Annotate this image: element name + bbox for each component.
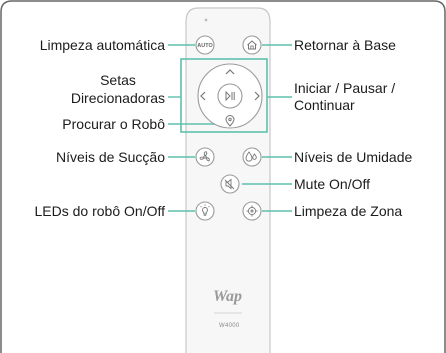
label-direction-arrows-line2: Direcionadoras bbox=[70, 90, 165, 106]
label-zone-clean: Limpeza de Zona bbox=[294, 203, 403, 219]
label-suction-levels: Níveis de Sucção bbox=[56, 149, 165, 165]
brand-logo: Wap bbox=[213, 288, 243, 305]
speaker-mute-icon bbox=[220, 174, 240, 194]
location-pin-icon bbox=[225, 115, 235, 127]
home-icon bbox=[242, 35, 262, 55]
auto-button-text: AUTO bbox=[197, 43, 213, 49]
model-label: W4000 bbox=[219, 323, 240, 329]
target-icon bbox=[242, 201, 262, 221]
label-start-pause-line2: Continuar bbox=[294, 97, 355, 113]
play-pause-icon bbox=[225, 90, 235, 102]
arrow-icons bbox=[200, 69, 260, 101]
label-start-pause-line1: Iniciar / Pausar / bbox=[294, 80, 396, 96]
label-find-robot: Procurar o Robô bbox=[62, 116, 165, 132]
label-mute: Mute On/Off bbox=[294, 176, 370, 192]
label-humidity-levels: Níveis de Umidade bbox=[294, 149, 413, 165]
direction-pad-highlight bbox=[180, 58, 268, 133]
auto-button: AUTO bbox=[195, 35, 215, 55]
direction-pad bbox=[197, 63, 263, 129]
light-bulb-icon bbox=[195, 201, 215, 221]
label-robot-leds: LEDs do robô On/Off bbox=[34, 203, 165, 219]
fan-icon bbox=[195, 147, 215, 167]
label-return-base: Retornar à Base bbox=[294, 37, 396, 53]
label-direction-arrows-line1: Setas bbox=[100, 72, 136, 88]
water-drop-icon bbox=[242, 147, 262, 167]
label-auto-clean: Limpeza automática bbox=[39, 37, 165, 53]
